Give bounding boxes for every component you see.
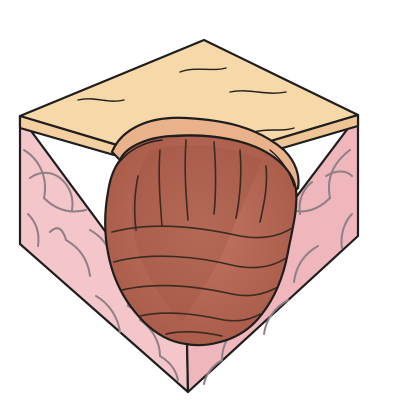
ulcer-rim-highlights: [117, 139, 295, 187]
ulcer-wound-inner-shade: [131, 145, 262, 322]
ulcer-wound: [104, 134, 298, 347]
ulcer-fold-lines: [133, 139, 268, 231]
ulcer-contour-folds: [111, 225, 293, 337]
